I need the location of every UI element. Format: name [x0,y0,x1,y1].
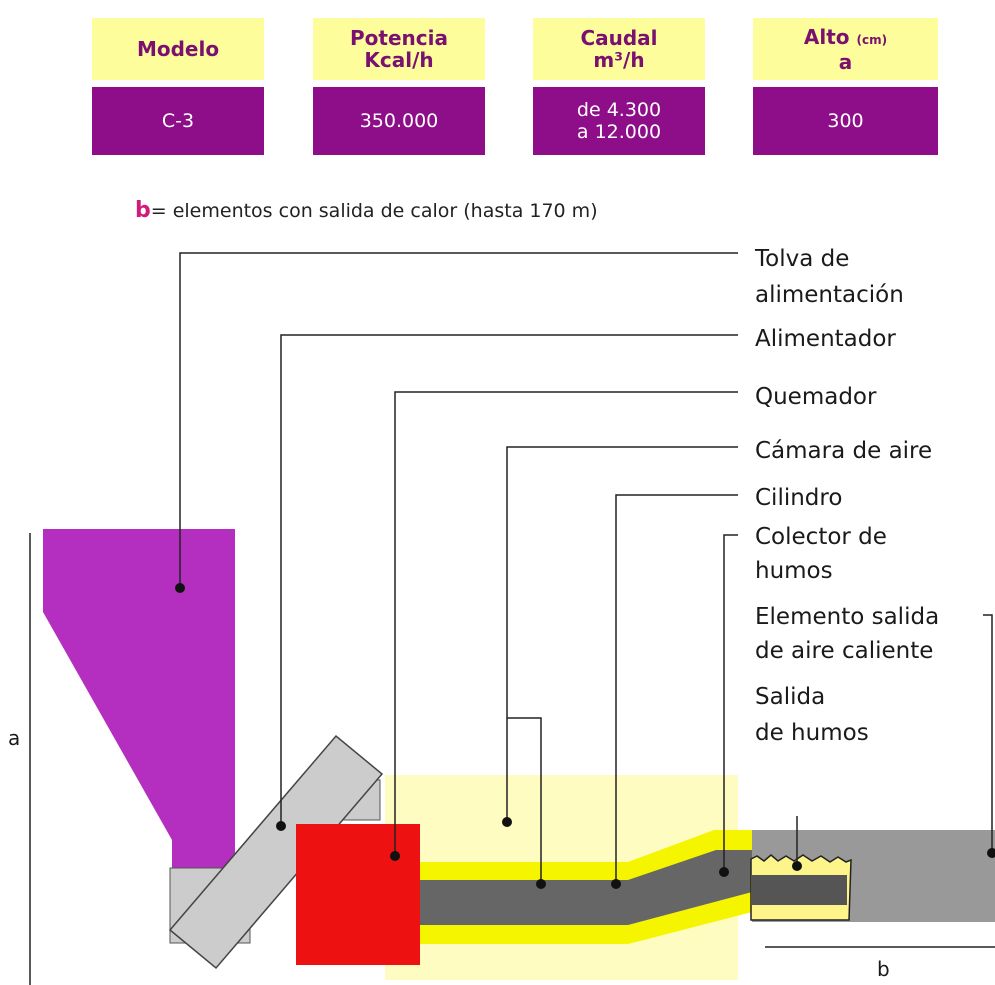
value-alto-text: 300 [827,110,864,132]
leader-quemador [394,391,738,856]
label-quemador: Quemador [755,384,877,410]
label-colector-2: humos [755,558,833,584]
value-modelo-text: C-3 [161,110,195,132]
header-alto-line1: Alto (cm) [804,26,887,51]
label-cilindro: Cilindro [755,485,842,511]
value-caudal-line1: de 4.300 [576,99,662,121]
dot-cilindro [611,879,621,889]
burner-shape [296,824,420,965]
value-alto: 300 [753,87,938,155]
note-text: b= elementos con salida de calor (hasta … [135,198,598,223]
dot-quemador [390,851,400,861]
header-modelo: Modelo [92,18,264,80]
flue-shape [420,850,752,925]
label-elemento-2: de aire caliente [755,638,933,664]
dimension-b-label: b [877,957,890,981]
dot-colector [719,867,729,877]
header-caudal-line2: m³/h [593,48,645,72]
note-letter: b [135,198,151,223]
value-caudal-line2: a 12.000 [576,121,662,143]
dot-tolva [175,583,185,593]
header-alto: Alto (cm) a [753,18,938,80]
header-caudal: Caudal m³/h [533,18,705,80]
value-caudal: de 4.300 a 12.000 [533,87,705,155]
hopper-shape [43,529,235,868]
label-colector-1: Colector de [755,524,887,550]
header-potencia-line2: Kcal/h [364,48,434,72]
leader-camara [506,446,738,822]
dot-alimentador [276,821,286,831]
label-salida-2: de humos [755,720,869,746]
header-alto-line2: a [838,49,853,74]
dot-camara [502,817,512,827]
note-body: = elementos con salida de calor (hasta 1… [150,200,598,222]
leader-alimentador [280,334,738,826]
header-potencia: Potencia Kcal/h [313,18,485,80]
label-alimentador: Alimentador [755,326,896,352]
label-camara: Cámara de aire [755,438,932,464]
value-potencia: 350.000 [313,87,485,155]
header-modelo-label: Modelo [136,37,220,61]
dot-elemento [987,848,995,858]
header-caudal-line1: Caudal [580,26,658,50]
leader-cilindro [615,494,738,884]
dimension-a-label: a [8,726,20,750]
dot-salida [792,861,802,871]
leader-colector [723,534,738,872]
header-alto-label: Alto [803,24,850,49]
leader-camara-lower [507,717,542,884]
header-alto-unit: (cm) [856,32,888,47]
label-salida-1: Salida [755,684,825,710]
dot-camara-lower [536,879,546,889]
label-tolva-2: alimentación [755,282,904,308]
label-tolva-1: Tolva de [754,246,849,272]
value-modelo: C-3 [92,87,264,155]
header-potencia-line1: Potencia [350,26,448,50]
smoke-outlet-dark-shape [752,875,847,905]
leader-elemento [983,614,993,853]
label-elemento-1: Elemento salida [755,604,939,630]
leader-tolva [179,252,738,588]
value-potencia-text: 350.000 [359,110,439,132]
